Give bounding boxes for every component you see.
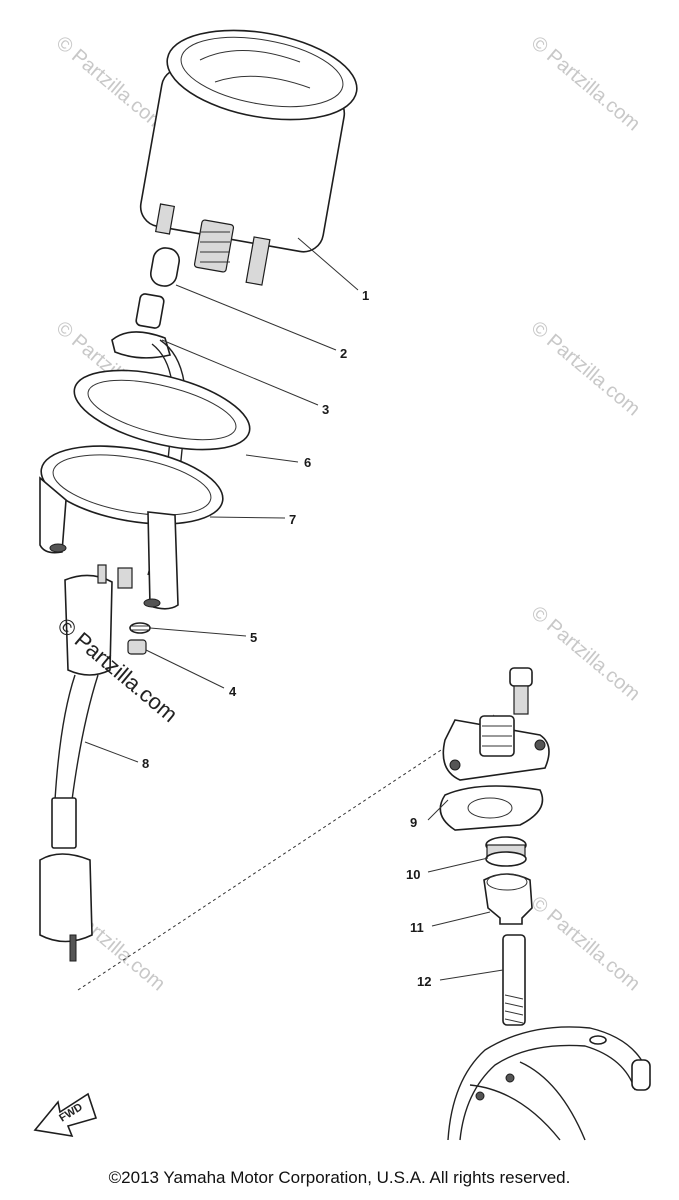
watermark-top-left: © Partzilla.com (52, 32, 169, 135)
watermark-bottom-right: © Partzilla.com (527, 892, 644, 995)
part-2-bulb (149, 247, 181, 287)
callout-2: 2 (340, 346, 347, 361)
callout-9: 9 (410, 815, 417, 830)
callout-1: 1 (362, 288, 369, 303)
callout-5: 5 (250, 630, 257, 645)
part-11-bushing (483, 873, 533, 925)
assembly-line (77, 714, 495, 991)
part-9-gear-housing (439, 667, 550, 831)
part-4-nut (127, 639, 147, 655)
watermark-lower-right: © Partzilla.com (527, 602, 644, 705)
callouts: 1 2 3 6 7 5 4 8 9 10 11 12 (142, 288, 431, 989)
callout-4: 4 (229, 684, 237, 699)
fwd-arrow: FWD (33, 1092, 98, 1138)
part-5-washer (129, 622, 151, 634)
watermark-top-right: © Partzilla.com (527, 32, 644, 135)
part-1-speedometer (139, 29, 358, 286)
callout-3: 3 (322, 402, 329, 417)
hub-section (447, 1026, 651, 1141)
watermark-mid-right: © Partzilla.com (527, 317, 644, 420)
part-8-cable (39, 564, 133, 962)
callout-10: 10 (406, 867, 420, 882)
leader-lines (84, 237, 504, 981)
part-6-ring (73, 369, 251, 451)
callout-7: 7 (289, 512, 296, 527)
callout-12: 12 (417, 974, 431, 989)
callout-11: 11 (410, 920, 424, 935)
part-7-bracket (39, 445, 224, 610)
callout-8: 8 (142, 756, 149, 771)
part-10-seal (485, 836, 527, 867)
copyright-notice: ©2013 Yamaha Motor Corporation, U.S.A. A… (108, 1168, 571, 1187)
callout-6: 6 (304, 455, 311, 470)
part-12-gear-shaft (502, 934, 526, 1026)
